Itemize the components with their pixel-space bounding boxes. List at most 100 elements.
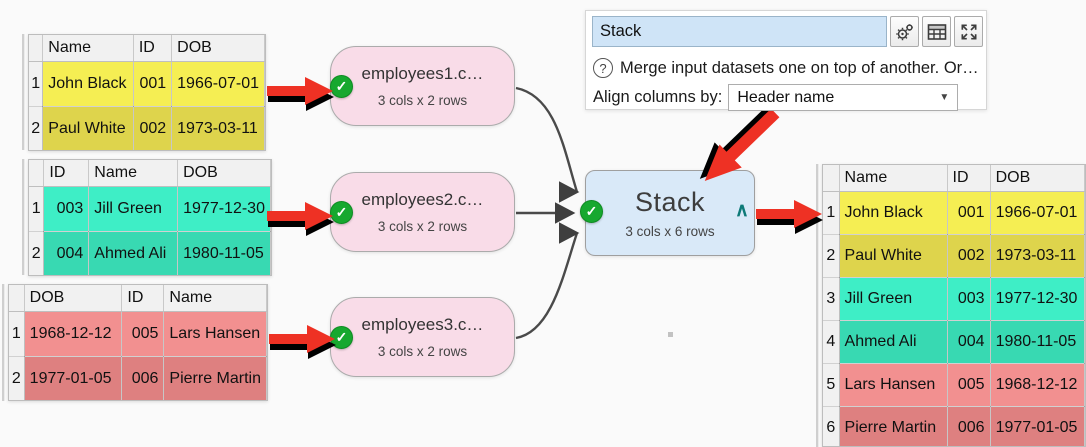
cell[interactable]: 001 [133,61,173,107]
row-number[interactable]: 4 [823,320,840,364]
node-employees2[interactable]: employees2.c… 3 cols x 2 rows [330,172,515,252]
cell[interactable]: 006 [121,356,165,400]
node-employees3[interactable]: employees3.c… 3 cols x 2 rows [330,297,515,377]
chevron-down-icon: ▼ [939,92,950,103]
cell[interactable]: Jill Green [88,186,179,232]
maximize-button[interactable] [954,16,983,47]
cell[interactable]: 003 [947,277,991,321]
cell[interactable]: 1973-03-11 [171,106,265,150]
row-number[interactable]: 2 [29,231,45,275]
screenshot-edge [22,159,24,275]
cell[interactable]: 004 [43,231,90,275]
cell[interactable]: 001 [947,191,991,235]
settings-button[interactable] [890,16,919,47]
column-header[interactable]: Name [163,285,267,312]
row-number[interactable]: 2 [9,356,25,400]
cell[interactable]: 1977-01-05 [990,406,1085,446]
align-columns-dropdown[interactable]: Header name ▼ [728,84,959,111]
row-number[interactable]: 3 [823,277,840,321]
cell[interactable]: Lars Hansen [839,363,948,407]
cell[interactable]: Ahmed Ali [88,231,179,275]
cell[interactable]: Paul White [839,234,948,278]
cell[interactable]: 005 [121,311,165,357]
row-number[interactable]: 6 [823,406,840,446]
cell[interactable]: 1980-11-05 [990,320,1085,364]
cell[interactable]: John Black [42,61,134,107]
column-header[interactable]: ID [947,165,991,192]
cell[interactable]: 1973-03-11 [990,234,1085,278]
cell[interactable]: John Black [839,191,948,235]
node-size: 3 cols x 2 rows [377,344,468,359]
cell[interactable]: 1966-07-01 [990,191,1085,235]
row-number[interactable]: 1 [29,61,44,107]
screenshot-edge [816,164,818,447]
node-employees1[interactable]: employees1.c… 3 cols x 2 rows [330,46,515,126]
row-number[interactable]: 1 [823,191,840,235]
red-arrow-input2 [267,200,334,236]
cell[interactable]: 1977-12-30 [177,186,271,232]
column-header[interactable]: DOB [177,160,271,187]
table-icon [927,23,946,40]
red-arrow-input3 [269,323,336,359]
row-number[interactable]: 5 [823,363,840,407]
cell[interactable]: 1977-01-05 [24,356,123,400]
transform-name-input[interactable] [592,16,887,47]
align-columns-label: Align columns by: [593,88,723,106]
red-arrow-output [756,198,823,234]
screenshot-edge [22,34,24,150]
gears-icon [895,23,913,40]
cell[interactable]: Pierre Martin [163,356,267,400]
stack-node-title: Stack [634,187,706,217]
red-arrow-input1 [267,75,334,111]
column-header[interactable]: DOB [171,35,265,62]
cell[interactable]: Pierre Martin [839,406,948,446]
node-size: 3 cols x 2 rows [377,219,468,234]
cell[interactable]: 1980-11-05 [177,231,271,275]
help-icon[interactable]: ? [593,58,613,78]
transform-description: Merge input datasets one on top of anoth… [620,58,979,77]
cell[interactable]: 005 [947,363,991,407]
stack-node-size: 3 cols x 6 rows [625,224,715,239]
column-header[interactable]: Name [839,165,948,192]
show-table-button[interactable] [922,16,951,47]
cell[interactable]: Lars Hansen [163,311,267,357]
node-label: employees2.c… [361,190,484,209]
align-columns-value: Header name [737,88,835,106]
cell[interactable]: 002 [133,106,173,150]
cell[interactable]: 006 [947,406,991,446]
cell[interactable]: 1966-07-01 [171,61,265,107]
corner-cell[interactable] [9,285,25,312]
row-number[interactable]: 2 [823,234,840,278]
cell[interactable]: Jill Green [839,277,948,321]
cell[interactable]: 004 [947,320,991,364]
column-header[interactable]: Name [42,35,134,62]
cell[interactable]: Paul White [42,106,134,150]
row-number[interactable]: 2 [29,106,44,150]
cell[interactable]: 002 [947,234,991,278]
cell[interactable]: 1968-12-12 [24,311,123,357]
corner-cell[interactable] [29,35,44,62]
column-header[interactable]: Name [88,160,179,187]
column-header[interactable]: ID [121,285,165,312]
cell[interactable]: Ahmed Ali [839,320,948,364]
corner-cell[interactable] [823,165,840,192]
column-header[interactable]: DOB [990,165,1085,192]
row-number[interactable]: 1 [9,311,25,357]
column-header[interactable]: ID [133,35,173,62]
column-header[interactable]: DOB [24,285,123,312]
corner-cell[interactable] [29,160,45,187]
collapse-caret-icon[interactable]: ∧ [735,200,749,221]
cell[interactable]: 1968-12-12 [990,363,1085,407]
row-number[interactable]: 1 [29,186,45,232]
cell[interactable]: 1977-12-30 [990,277,1085,321]
cell[interactable]: 003 [43,186,90,232]
column-header[interactable]: ID [43,160,90,187]
node-stack[interactable]: Stack 3 cols x 6 rows [585,170,755,256]
